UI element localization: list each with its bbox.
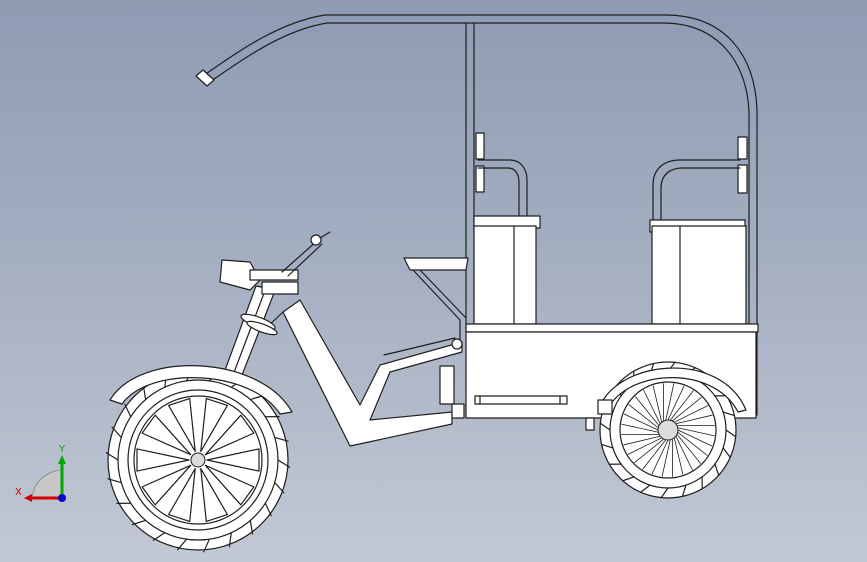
spoke xyxy=(672,396,702,422)
main-frame[interactable] xyxy=(261,299,465,447)
tread-knob xyxy=(264,502,272,517)
rear-mudguard[interactable] xyxy=(597,367,747,415)
front-seat[interactable] xyxy=(473,132,541,325)
spoke xyxy=(665,383,675,421)
tread-knob xyxy=(277,459,291,468)
spoke xyxy=(200,467,229,523)
spoke xyxy=(621,423,659,433)
spoke xyxy=(643,389,661,424)
tread-knob xyxy=(142,385,147,401)
spoke xyxy=(141,464,192,506)
spoke xyxy=(677,431,708,456)
spoke xyxy=(675,436,693,471)
tread-knob xyxy=(725,429,737,438)
tread-knob xyxy=(124,403,132,418)
rear-spokes xyxy=(621,383,715,477)
tread-knob xyxy=(660,487,669,499)
spoke xyxy=(204,464,255,506)
spoke xyxy=(667,385,685,421)
spoke xyxy=(167,397,196,453)
spoke xyxy=(200,397,229,453)
rear-wheel[interactable] xyxy=(599,361,737,499)
tread-knob xyxy=(107,478,122,484)
spoke xyxy=(634,438,664,464)
spoke xyxy=(141,414,192,456)
tread-knob xyxy=(111,426,122,439)
spoke xyxy=(136,448,190,472)
tread-knob xyxy=(599,422,611,431)
front-wheel[interactable] xyxy=(105,367,291,553)
tread-knob xyxy=(177,538,188,551)
handlebar[interactable] xyxy=(281,231,331,277)
spoke xyxy=(642,439,667,470)
z-axis-dot xyxy=(58,494,66,502)
spoke xyxy=(675,414,713,425)
tread-knob xyxy=(274,481,285,494)
spoke xyxy=(669,390,694,421)
spoke xyxy=(676,434,702,464)
front-mudguard[interactable] xyxy=(109,365,293,415)
spoke xyxy=(204,414,255,456)
spoke xyxy=(634,396,660,426)
tread-knob xyxy=(681,484,687,498)
tread-knob xyxy=(722,411,736,417)
spoke xyxy=(661,439,671,477)
tread-knob xyxy=(228,532,232,548)
spoke xyxy=(623,413,659,431)
spoke xyxy=(628,404,659,429)
tread-knob xyxy=(152,532,166,541)
tread-knob xyxy=(274,436,289,442)
spoke xyxy=(627,437,662,455)
spoke xyxy=(677,429,713,447)
tread-knob xyxy=(203,538,210,553)
tread-knob xyxy=(105,452,119,461)
canopy-frame[interactable] xyxy=(195,14,758,416)
x-axis-label: X xyxy=(15,487,22,498)
spoke xyxy=(674,405,709,423)
spoke xyxy=(167,467,196,523)
coordinate-triad: X Y xyxy=(15,444,66,502)
spoke xyxy=(677,427,715,437)
y-axis-label: Y xyxy=(58,444,66,455)
tread-knob xyxy=(640,484,651,493)
tread-knob xyxy=(600,443,614,449)
spoke xyxy=(623,435,661,446)
spoke xyxy=(652,385,663,423)
spoke xyxy=(206,448,260,472)
rear-seat[interactable] xyxy=(649,136,748,325)
tread-knob xyxy=(714,463,720,476)
footrest[interactable] xyxy=(403,257,469,341)
tread-knob xyxy=(722,447,731,458)
spoke xyxy=(673,437,684,475)
tread-knob xyxy=(622,476,635,482)
front-spokes xyxy=(136,397,260,523)
tread-knob xyxy=(249,519,254,535)
tread-knob xyxy=(131,519,147,526)
spoke xyxy=(651,439,669,475)
